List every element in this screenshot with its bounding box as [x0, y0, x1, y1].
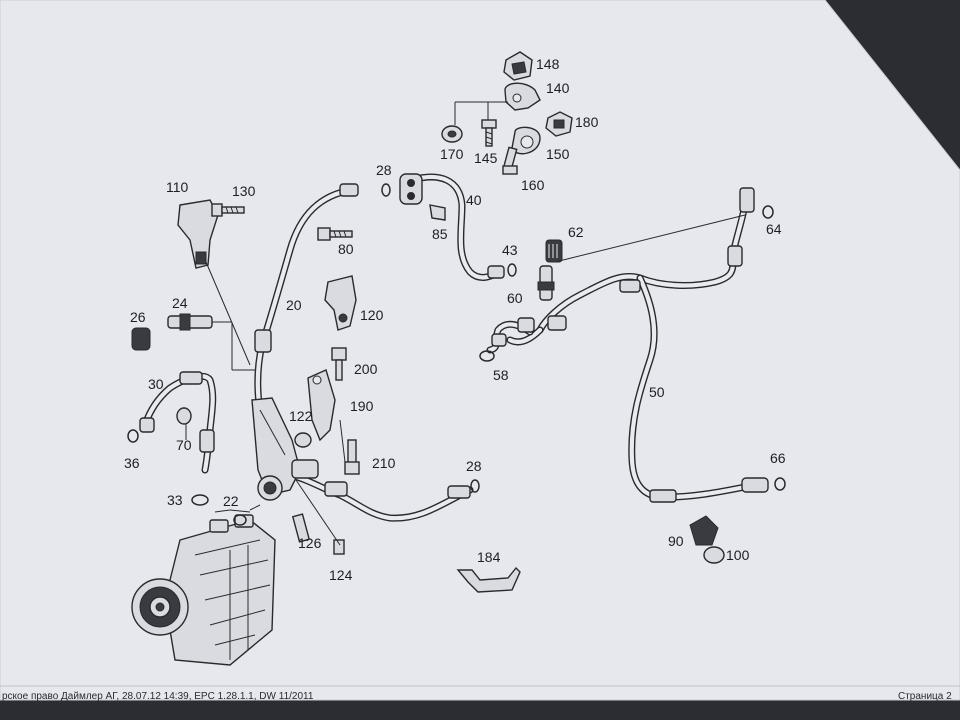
part-120-bracket — [324, 275, 357, 331]
part-124-bolt — [333, 539, 345, 555]
hose-bottom — [286, 471, 474, 522]
part-184-bracket — [456, 566, 521, 593]
part-28-oring-top — [381, 183, 391, 197]
part-190-bracket — [307, 369, 336, 442]
callout-90: 90 — [668, 533, 684, 549]
part-36-oring — [127, 429, 139, 443]
part-60-valve — [537, 265, 555, 301]
hose-50 — [506, 187, 769, 503]
callout-130: 130 — [232, 183, 256, 199]
callout-50: 50 — [649, 384, 665, 400]
part-28-oring-bottom — [470, 479, 480, 493]
part-122-nut — [294, 432, 312, 448]
footer-page-number: Страница 2 — [898, 691, 952, 702]
part-90-clip — [689, 515, 719, 546]
callout-148: 148 — [536, 56, 560, 72]
callout-58: 58 — [493, 367, 509, 383]
part-64-oring — [762, 205, 774, 219]
callout-24: 24 — [172, 295, 188, 311]
callout-43: 43 — [502, 242, 518, 258]
callout-62: 62 — [568, 224, 584, 240]
callout-110: 110 — [166, 179, 189, 195]
callout-30: 30 — [148, 376, 164, 392]
callout-184: 184 — [477, 549, 501, 565]
callout-145: 145 — [474, 150, 498, 166]
part-33-oring — [191, 494, 209, 506]
leader-lines — [185, 101, 746, 546]
callout-210: 210 — [372, 455, 396, 471]
hose-40 — [399, 173, 505, 281]
part-130-bolt — [211, 203, 245, 217]
part-200-bolt — [331, 347, 347, 381]
part-43-oring — [507, 263, 517, 277]
part-58-oring — [479, 350, 495, 362]
footer-copyright: рское право Даймлер АГ, 28.07.12 14:39, … — [2, 691, 314, 702]
callout-26: 26 — [130, 309, 146, 325]
callout-28-top: 28 — [376, 162, 392, 178]
callout-85: 85 — [432, 226, 448, 242]
manifold-block — [251, 397, 319, 501]
part-140-bracket — [504, 82, 541, 111]
callout-66: 66 — [770, 450, 786, 466]
callout-124: 124 — [329, 567, 353, 583]
part-160-bolt — [502, 146, 518, 175]
part-85-clip — [429, 204, 446, 221]
hose-30 — [139, 371, 217, 474]
callout-126: 126 — [298, 535, 322, 551]
part-100-grommet — [703, 546, 725, 564]
part-62-cap — [545, 239, 563, 263]
callout-160: 160 — [521, 177, 545, 193]
callout-33: 33 — [167, 492, 183, 508]
callout-80: 80 — [338, 241, 354, 257]
part-70-grommet — [176, 407, 192, 425]
callout-100: 100 — [726, 547, 750, 563]
part-80-bolt — [317, 227, 353, 241]
callout-60: 60 — [507, 290, 523, 306]
callout-36: 36 — [124, 455, 140, 471]
callout-28-bottom: 28 — [466, 458, 482, 474]
callout-labels: 148 140 180 170 145 150 160 28 40 85 110… — [124, 56, 786, 583]
callout-190: 190 — [350, 398, 374, 414]
callout-170: 170 — [440, 146, 464, 162]
callout-180: 180 — [575, 114, 599, 130]
callout-120: 120 — [360, 307, 384, 323]
part-210-bolt — [344, 439, 360, 475]
part-22-oring — [233, 514, 247, 526]
part-126-bolt — [291, 513, 311, 543]
callout-150: 150 — [546, 146, 570, 162]
callout-122: 122 — [289, 408, 313, 424]
callout-20: 20 — [286, 297, 302, 313]
part-26-cap — [131, 327, 151, 351]
callout-22: 22 — [223, 493, 239, 509]
part-170-grommet — [441, 125, 463, 143]
part-148-clip — [503, 51, 533, 81]
hose-58-line — [486, 317, 535, 354]
callout-70: 70 — [176, 437, 192, 453]
callout-64: 64 — [766, 221, 782, 237]
part-24-valve — [167, 313, 213, 331]
callout-140: 140 — [546, 80, 570, 96]
part-145-bolt — [481, 119, 497, 147]
callout-200: 200 — [354, 361, 378, 377]
compressor — [131, 514, 276, 666]
part-66-oring — [774, 477, 786, 491]
part-180-nut — [545, 111, 573, 137]
part-150-clamp — [511, 126, 541, 155]
callout-40: 40 — [466, 192, 482, 208]
